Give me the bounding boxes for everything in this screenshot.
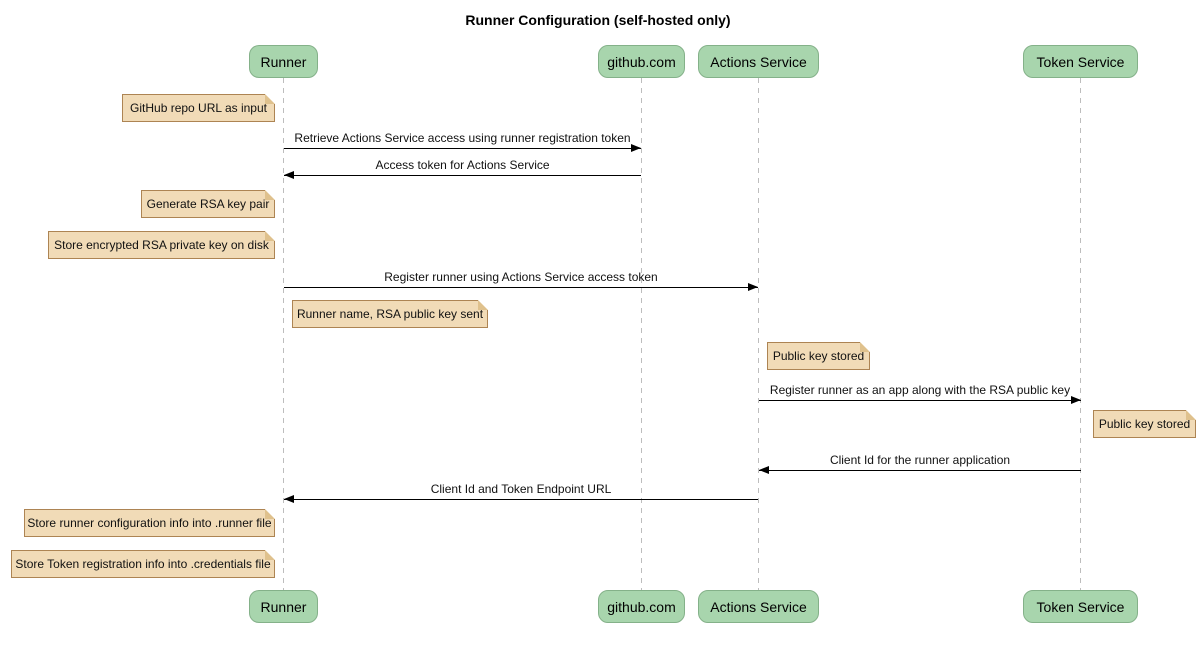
note-fold-icon [265,509,275,519]
participant-actions-service-bottom: Actions Service [698,590,819,623]
note-text: Store runner configuration info into .ru… [27,516,272,530]
message-arrow-right [759,396,1081,404]
note-runner-name-sent: Runner name, RSA public key sent [292,300,488,328]
note-text: GitHub repo URL as input [130,101,267,115]
lifeline-token-service [1080,78,1081,591]
note-public-key-stored-actions: Public key stored [767,342,870,370]
message-label: Retrieve Actions Service access using ru… [294,131,631,145]
participant-token-service-bottom: Token Service [1023,590,1138,623]
message-label: Client Id for the runner application [829,453,1011,467]
lifeline-github [641,78,642,591]
note-text: Public key stored [772,349,865,363]
participant-label: Token Service [1036,53,1125,70]
note-github-repo-url: GitHub repo URL as input [122,94,275,122]
note-text: Store encrypted RSA private key on disk [54,238,269,252]
participant-label: Actions Service [710,53,807,70]
note-fold-icon [265,190,275,200]
message-label: Client Id and Token Endpoint URL [430,482,612,496]
participant-label: Token Service [1036,598,1125,615]
arrowhead-icon [631,144,641,152]
note-store-credentials-file: Store Token registration info into .cred… [11,550,275,578]
message-label: Access token for Actions Service [375,158,550,172]
note-text: Store Token registration info into .cred… [15,557,271,571]
message-arrow-right [284,283,758,291]
note-fold-icon [1186,410,1196,420]
note-text: Public key stored [1098,417,1191,431]
arrowhead-icon [1071,396,1081,404]
participant-label: github.com [607,53,676,70]
note-fold-icon [265,94,275,104]
note-public-key-stored-token: Public key stored [1093,410,1196,438]
diagram-title: Runner Configuration (self-hosted only) [465,12,731,28]
note-text: Generate RSA key pair [146,197,270,211]
participant-label: Runner [260,53,307,70]
participant-github-bottom: github.com [598,590,685,623]
arrowhead-icon [759,466,769,474]
message-label: Register runner as an app along with the… [769,383,1071,397]
note-fold-icon [265,231,275,241]
participant-label: Runner [260,598,307,615]
note-fold-icon [265,550,275,560]
participant-actions-service-top: Actions Service [698,45,819,78]
note-generate-rsa-key: Generate RSA key pair [141,190,275,218]
note-fold-icon [860,342,870,352]
participant-runner-bottom: Runner [249,590,318,623]
note-text: Runner name, RSA public key sent [296,307,484,321]
lifeline-actions-service [758,78,759,591]
note-store-private-key: Store encrypted RSA private key on disk [48,231,275,259]
participant-token-service-top: Token Service [1023,45,1138,78]
participant-github-top: github.com [598,45,685,78]
participant-runner-top: Runner [249,45,318,78]
message-arrow-left [759,466,1081,474]
arrowhead-icon [748,283,758,291]
arrowhead-icon [284,171,294,179]
note-fold-icon [478,300,488,310]
lifeline-runner [283,78,284,591]
participant-label: github.com [607,598,676,615]
arrowhead-icon [284,495,294,503]
message-arrow-left [284,495,758,503]
message-label: Register runner using Actions Service ac… [384,270,658,284]
note-store-runner-file: Store runner configuration info into .ru… [24,509,275,537]
message-arrow-right [284,144,641,152]
message-arrow-left [284,171,641,179]
participant-label: Actions Service [710,598,807,615]
